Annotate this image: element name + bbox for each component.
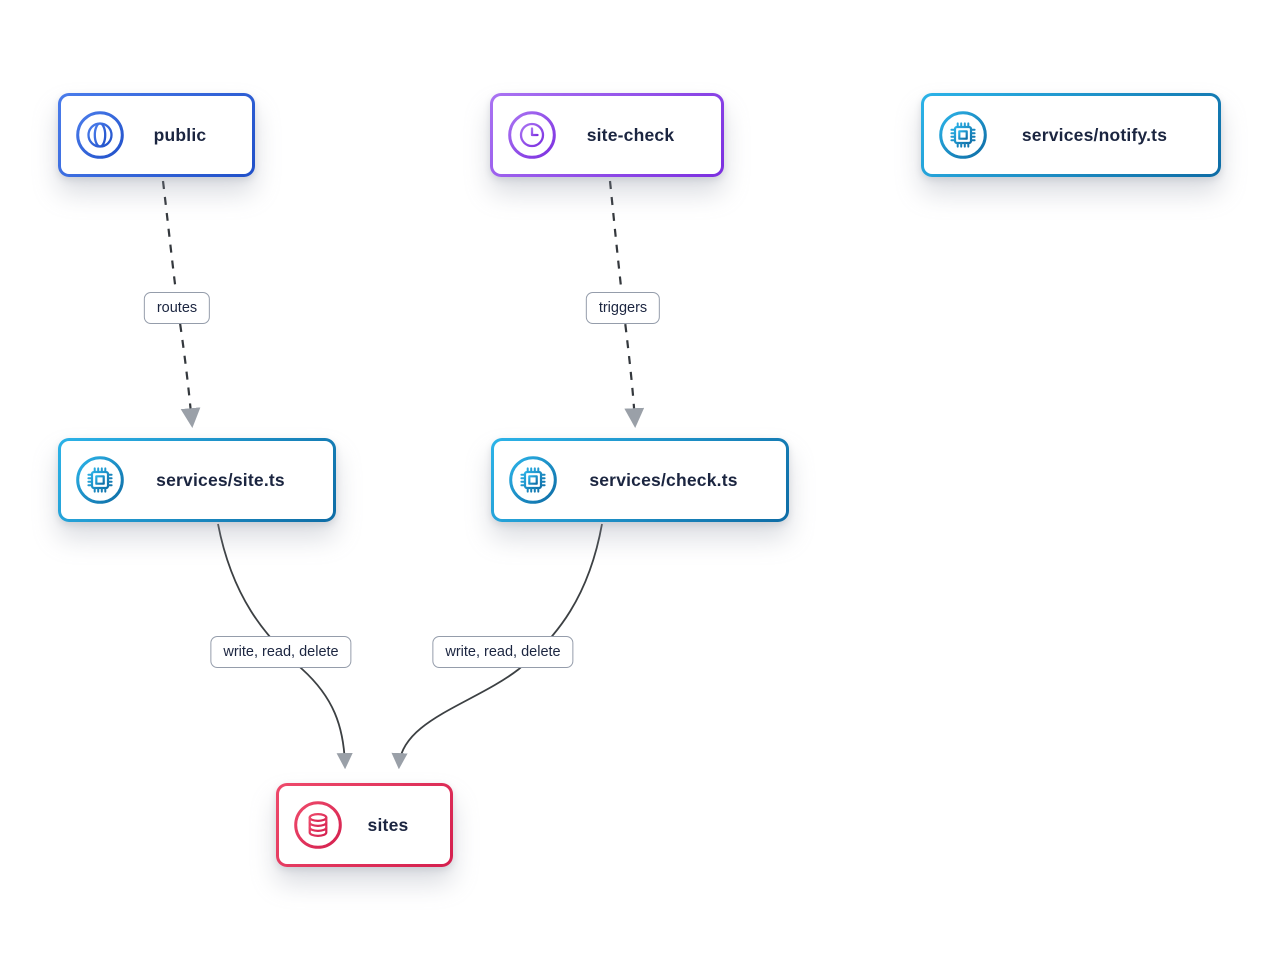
node-sites[interactable]: sites xyxy=(276,783,453,867)
edge-label-triggers: triggers xyxy=(585,292,661,324)
chip-icon xyxy=(507,454,559,506)
node-public[interactable]: public xyxy=(58,93,255,177)
database-icon xyxy=(292,799,344,851)
edge-label-write-read-delete-right: write, read, delete xyxy=(432,636,574,668)
node-label-services-check: services/check.ts xyxy=(589,469,738,490)
chip-icon xyxy=(74,454,126,506)
node-services-site[interactable]: services/site.ts xyxy=(58,438,336,522)
node-label-services-notify: services/notify.ts xyxy=(1021,124,1168,145)
node-label-services-site: services/site.ts xyxy=(156,469,285,490)
edge-label-write-read-delete-left: write, read, delete xyxy=(210,636,352,668)
globe-icon xyxy=(74,109,126,161)
node-label-site-check: site-check xyxy=(586,124,675,145)
node-services-notify[interactable]: services/notify.ts xyxy=(921,93,1221,177)
edge-public-to-site xyxy=(161,180,201,428)
node-site-check[interactable]: site-check xyxy=(490,93,724,177)
node-label-sites: sites xyxy=(367,814,409,835)
edge-sitecheck-to-check xyxy=(608,180,645,428)
chip-icon xyxy=(937,109,989,161)
edge-check-to-sites xyxy=(391,523,603,770)
node-label-public: public xyxy=(153,124,207,145)
edge-label-routes: routes xyxy=(143,292,211,324)
clock-icon xyxy=(506,109,558,161)
node-services-check[interactable]: services/check.ts xyxy=(491,438,789,522)
